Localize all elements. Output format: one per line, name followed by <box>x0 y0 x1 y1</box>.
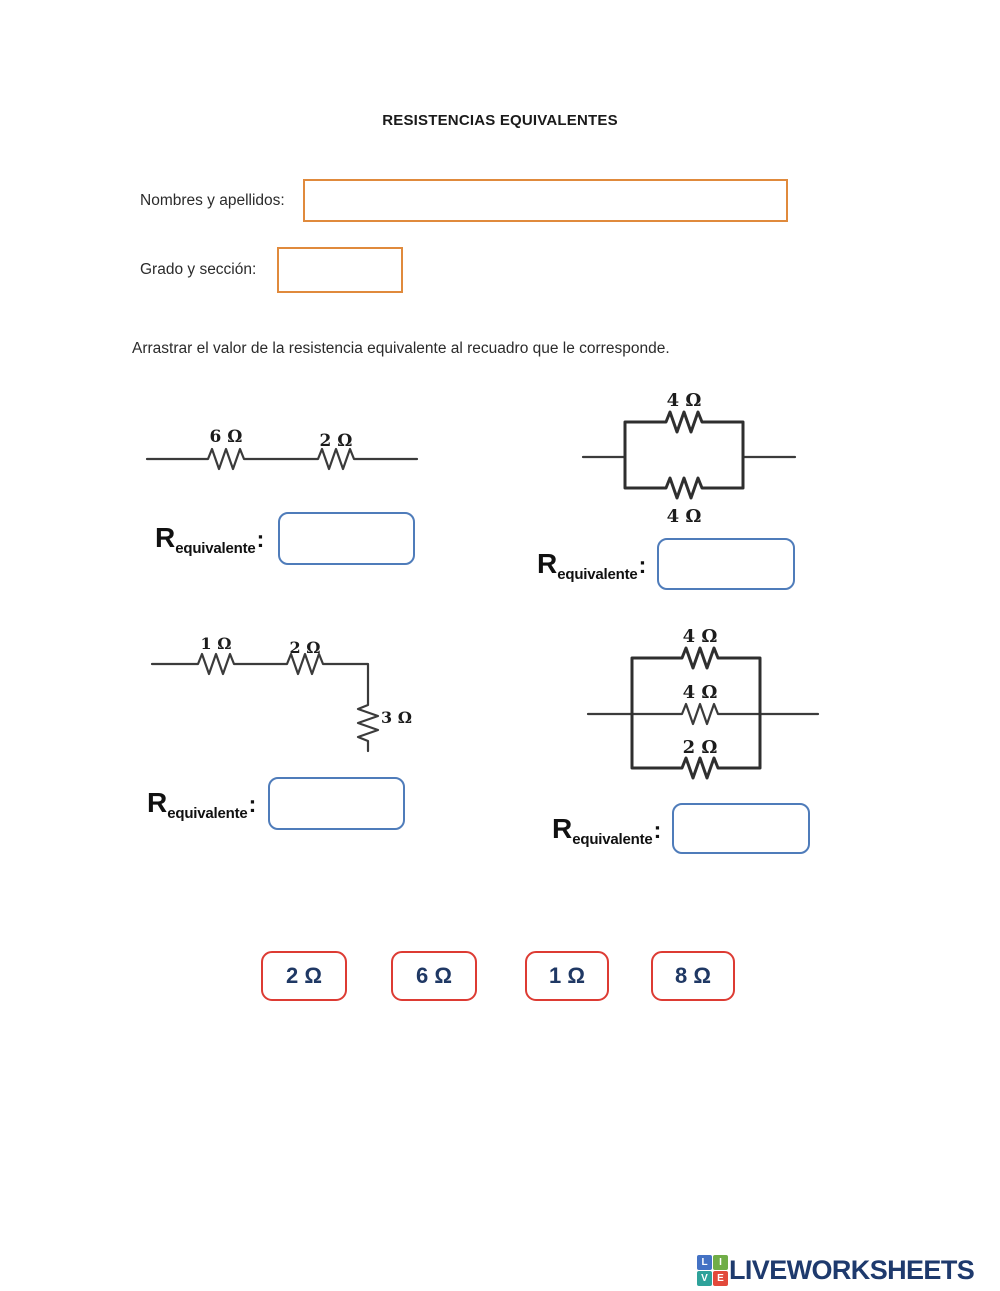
resistor-label: 6 Ω <box>210 427 243 447</box>
answer-dropzone-3[interactable] <box>268 777 405 830</box>
resistor-label: 2 Ω <box>320 431 353 451</box>
circuit-diagram-series-6-2: 6 Ω 2 Ω <box>145 427 419 471</box>
resistor-label: 2 Ω <box>683 737 718 758</box>
instruction-text: Arrastrar el valor de la resistencia equ… <box>132 340 670 357</box>
equivalent-resistance-label: Requivalente: <box>147 787 256 822</box>
resistor-label: 3 Ω <box>381 708 412 727</box>
answer-dropzone-2[interactable] <box>657 538 795 590</box>
logo-tile-l: L <box>697 1254 712 1270</box>
r-colon: : <box>256 526 265 552</box>
resistor-label: 2 Ω <box>290 638 321 657</box>
r-subscript: equivalente <box>557 566 638 583</box>
drag-option-1-ohm[interactable]: 1 Ω <box>525 951 609 1001</box>
r-subscript: equivalente <box>167 805 248 822</box>
r-subscript: equivalente <box>175 540 256 557</box>
r-symbol: R <box>537 548 558 579</box>
resistor-label: 4 Ω <box>667 390 702 411</box>
name-input[interactable] <box>303 179 788 222</box>
answer-dropzone-4[interactable] <box>672 803 810 854</box>
circuit-diagram-parallel-4-4-2: 4 Ω 4 Ω 2 Ω <box>586 626 820 780</box>
logo-tile-e: E <box>713 1270 728 1286</box>
drag-option-6-ohm[interactable]: 6 Ω <box>391 951 477 1001</box>
liveworksheets-logo: L I V E LIVEWORKSHEETS <box>697 1252 975 1288</box>
grade-label: Grado y sección: <box>140 261 257 278</box>
resistor-label: 4 Ω <box>667 506 702 527</box>
logo-tile-i: I <box>713 1254 728 1270</box>
drag-option-2-ohm[interactable]: 2 Ω <box>261 951 347 1001</box>
name-label: Nombres y apellidos: <box>140 192 285 209</box>
resistor-label: 1 Ω <box>201 634 232 653</box>
circuit-diagram-series-1-2-branch-3: 1 Ω 2 Ω 3 Ω <box>150 634 412 753</box>
r-colon: : <box>638 552 647 578</box>
r-symbol: R <box>147 787 168 818</box>
drag-option-8-ohm[interactable]: 8 Ω <box>651 951 735 1001</box>
r-subscript: equivalente <box>572 831 653 848</box>
liveworksheets-logo-icon: L I V E <box>697 1254 728 1286</box>
equivalent-resistance-label: Requivalente: <box>155 522 264 557</box>
equivalent-resistance-label: Requivalente: <box>552 813 661 848</box>
resistor-label: 4 Ω <box>683 626 718 647</box>
r-symbol: R <box>552 813 573 844</box>
logo-wordmark: LIVEWORKSHEETS <box>729 1254 975 1285</box>
circuit-diagram-parallel-4-4: 4 Ω 4 Ω <box>581 390 797 527</box>
grade-input[interactable] <box>277 247 403 293</box>
logo-tile-v: V <box>697 1270 712 1286</box>
page-title: RESISTENCIAS EQUIVALENTES <box>382 112 618 129</box>
equivalent-resistance-label: Requivalente: <box>537 548 646 583</box>
r-colon: : <box>248 791 257 817</box>
r-colon: : <box>653 817 662 843</box>
answer-dropzone-1[interactable] <box>278 512 415 565</box>
resistor-label: 4 Ω <box>683 682 718 703</box>
r-symbol: R <box>155 522 176 553</box>
